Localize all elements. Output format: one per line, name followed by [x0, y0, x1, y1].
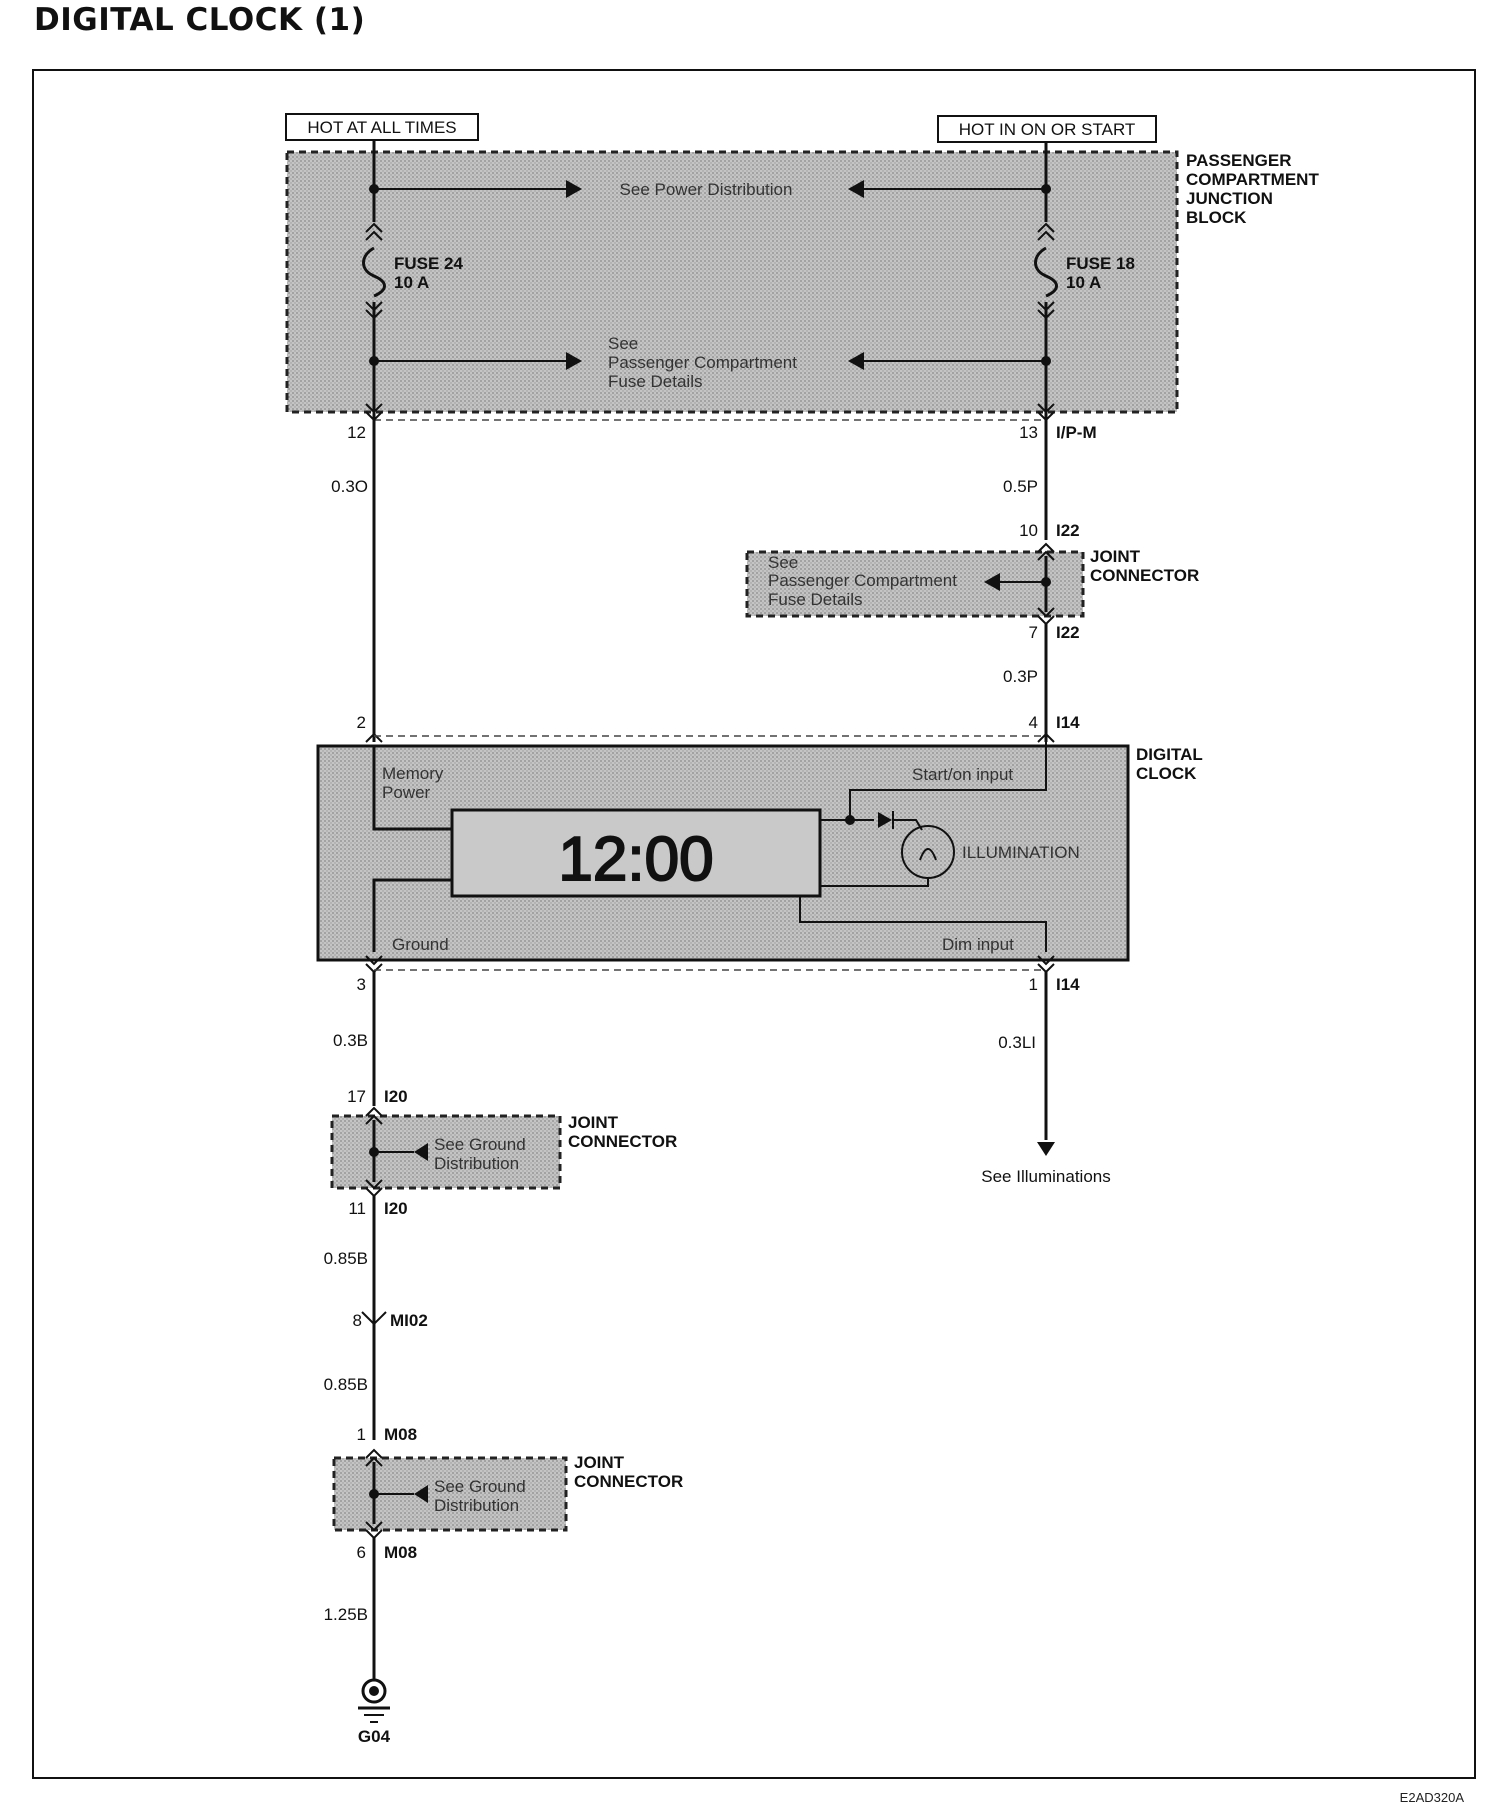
joint-connector-label-1: JOINT [1090, 547, 1141, 566]
connector-mi02: MI02 [390, 1311, 428, 1330]
junction-block-label-2: COMPARTMENT [1186, 170, 1319, 189]
pin-13: 13 [1019, 423, 1038, 442]
wire-0-3p: 0.3P [1003, 667, 1038, 686]
joint-connector-m08: See Ground Distribution JOINT CONNECTOR [332, 1448, 683, 1540]
connector-i20-out: I20 [384, 1199, 408, 1218]
fuse-18-label: FUSE 18 [1066, 254, 1135, 273]
pin-17: 17 [347, 1087, 366, 1106]
hot-at-all-times-label: HOT AT ALL TIMES [307, 118, 456, 137]
joint-connector-label-2: CONNECTOR [574, 1472, 683, 1491]
junction-block-label-1: PASSENGER [1186, 151, 1292, 170]
memory-power-label-2: Power [382, 783, 431, 802]
pin-1-m08: 1 [357, 1425, 366, 1444]
arrow-left-icon [848, 352, 864, 370]
wire-0-3li: 0.3LI [998, 1033, 1036, 1052]
ground-distribution-ref-2: Distribution [434, 1154, 519, 1173]
connector-i22-out: I22 [1056, 623, 1080, 642]
connector-ip-m: I/P-M [1056, 423, 1097, 442]
figure-code: E2AD320A [1399, 1790, 1464, 1805]
arrow-right-icon [566, 180, 582, 198]
digital-clock-module: DIGITAL CLOCK Memory Power ILLUMINATION … [316, 742, 1203, 962]
digital-clock-label-1: DIGITAL [1136, 745, 1203, 764]
arrow-left-icon [414, 1143, 428, 1161]
pin-4: 4 [1029, 713, 1038, 732]
diode-icon [878, 812, 892, 828]
junction-block: PASSENGER COMPARTMENT JUNCTION BLOCK FUS… [285, 140, 1319, 422]
pin-11: 11 [348, 1199, 366, 1218]
fuse-details-ref-3: Fuse Details [608, 372, 702, 391]
joint-connector-label-1: JOINT [574, 1453, 625, 1472]
pin-3: 3 [357, 975, 366, 994]
joint-connector-i20: See Ground Distribution JOINT CONNECTOR [330, 1106, 677, 1198]
pin-6: 6 [357, 1543, 366, 1562]
page-title: DIGITAL CLOCK (1) [34, 2, 366, 38]
start-on-input-label: Start/on input [912, 765, 1013, 784]
supply-label-left: HOT AT ALL TIMES [285, 113, 479, 141]
jc-fuse-details-ref-1: See [768, 553, 798, 572]
connector-mi02-icon [361, 1311, 387, 1326]
ground-distribution-ref-1: See Ground [434, 1477, 526, 1496]
power-distribution-ref: See Power Distribution [620, 180, 793, 199]
clock-display [450, 808, 822, 898]
wire-0-3b: 0.3B [333, 1031, 368, 1050]
pin-1: 1 [1029, 975, 1038, 994]
fuse-24-icon [362, 222, 386, 320]
diagram-frame [32, 69, 1476, 1779]
pin-7: 7 [1029, 623, 1038, 642]
joint-connector-i22: See Passenger Compartment Fuse Details J… [745, 542, 1199, 626]
pin-10: 10 [1019, 521, 1038, 540]
see-illuminations-ref: See Illuminations [981, 1167, 1110, 1186]
memory-power-label-1: Memory [382, 764, 444, 783]
connector-i20-in: I20 [384, 1087, 408, 1106]
illumination-label: ILLUMINATION [962, 843, 1080, 862]
hot-in-on-or-start-label: HOT IN ON OR START [959, 120, 1136, 139]
connector-i14-bottom: I14 [1056, 975, 1080, 994]
arrow-right-icon [566, 352, 582, 370]
connector-m08-out: M08 [384, 1543, 417, 1562]
ground-g04-label: G04 [358, 1727, 391, 1746]
pin-8: 8 [353, 1311, 362, 1330]
connector-i22-in: I22 [1056, 521, 1080, 540]
ground-label: Ground [392, 935, 449, 954]
wire-0-5p: 0.5P [1003, 477, 1038, 496]
wire-0-85b-2: 0.85B [324, 1375, 368, 1394]
ground-icon [358, 1678, 390, 1723]
pin-12: 12 [347, 423, 366, 442]
joint-connector-label-2: CONNECTOR [568, 1132, 677, 1151]
clock-display-text: 12:00 [558, 825, 713, 894]
junction-block-label-4: BLOCK [1186, 208, 1247, 227]
pin-2: 2 [357, 713, 366, 732]
fuse-18-icon [1034, 222, 1058, 320]
fuse-24-label: FUSE 24 [394, 254, 464, 273]
wire-0-85b-1: 0.85B [324, 1249, 368, 1268]
fuse-details-ref-1: See [608, 334, 638, 353]
dim-input-label: Dim input [942, 935, 1014, 954]
junction-block-label-3: JUNCTION [1186, 189, 1273, 208]
arrow-left-icon [984, 573, 1000, 591]
wire-0-3o: 0.3O [331, 477, 368, 496]
fuse-18-rating: 10 A [1066, 273, 1101, 292]
supply-label-right: HOT IN ON OR START [937, 115, 1157, 143]
wire-1-25b: 1.25B [324, 1605, 368, 1624]
fuse-details-ref-2: Passenger Compartment [608, 353, 797, 372]
digital-clock-label-2: CLOCK [1136, 764, 1197, 783]
joint-connector-label-1: JOINT [568, 1113, 619, 1132]
ground-distribution-ref-2: Distribution [434, 1496, 519, 1515]
ground-distribution-ref-1: See Ground [434, 1135, 526, 1154]
jc-fuse-details-ref-3: Fuse Details [768, 590, 862, 609]
joint-connector-label-2: CONNECTOR [1090, 566, 1199, 585]
fuse-24-rating: 10 A [394, 273, 429, 292]
arrow-down-icon [1037, 1142, 1055, 1156]
connector-m08-in: M08 [384, 1425, 417, 1444]
arrow-left-icon [848, 180, 864, 198]
arrow-left-icon [414, 1485, 428, 1503]
jc-fuse-details-ref-2: Passenger Compartment [768, 571, 957, 590]
connector-i14-top: I14 [1056, 713, 1080, 732]
